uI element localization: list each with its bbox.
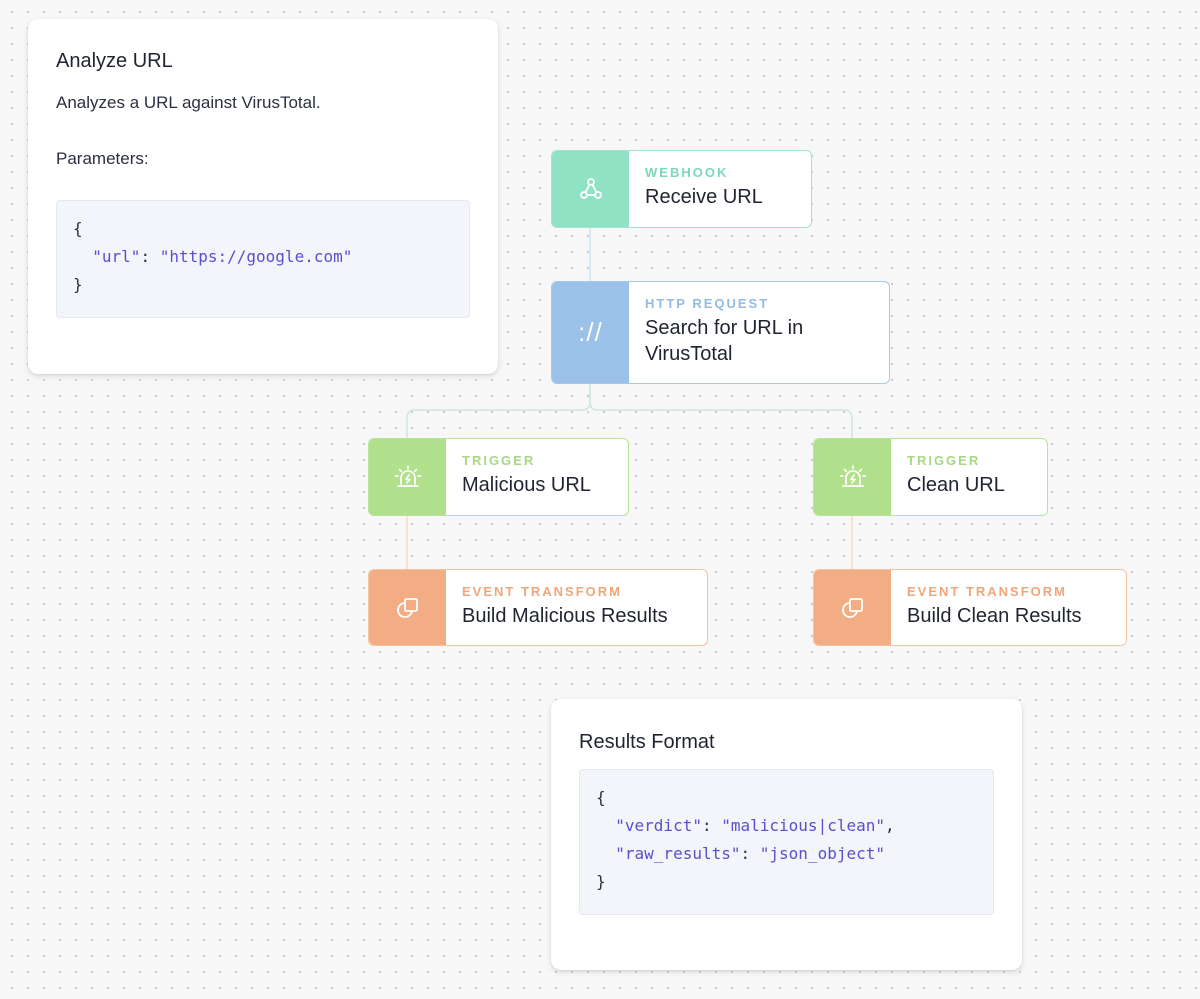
code-brace: { xyxy=(73,219,83,238)
node-trigger-malicious-url[interactable]: TRIGGER Malicious URL xyxy=(368,438,629,516)
code-value: "malicious|clean" xyxy=(721,816,885,835)
parameters-code-block: { "url": "https://google.com" } xyxy=(56,200,470,318)
node-http-request-search-virustotal[interactable]: :// HTTP REQUEST Search for URL in Virus… xyxy=(551,281,890,384)
node-name-line2: VirusTotal xyxy=(645,343,733,365)
node-type-label: TRIGGER xyxy=(462,453,536,468)
code-key: "raw_results" xyxy=(615,844,741,863)
node-name: Malicious URL xyxy=(462,474,591,496)
code-line: "url": "https://google.com" xyxy=(73,243,453,271)
node-type-label: EVENT TRANSFORM xyxy=(907,584,1067,599)
analyze-url-title: Analyze URL xyxy=(56,50,173,72)
node-type-label: WEBHOOK xyxy=(645,165,729,180)
code-colon: : xyxy=(140,247,160,266)
transform-icon xyxy=(369,570,446,645)
node-transform-build-clean-results[interactable]: EVENT TRANSFORM Build Clean Results xyxy=(813,569,1127,646)
results-format-title: Results Format xyxy=(579,731,715,753)
code-brace: } xyxy=(596,872,606,891)
code-line: "verdict": "malicious|clean", xyxy=(596,812,977,840)
code-colon: : xyxy=(740,844,760,863)
code-line: } xyxy=(73,271,453,299)
webhook-icon xyxy=(552,151,629,227)
parameters-label: Parameters: xyxy=(56,149,149,168)
code-comma: , xyxy=(885,816,895,835)
code-brace: { xyxy=(596,788,606,807)
code-brace: } xyxy=(73,275,83,294)
code-line: { xyxy=(596,784,977,812)
node-webhook-receive-url[interactable]: WEBHOOK Receive URL xyxy=(551,150,812,228)
code-key: "url" xyxy=(92,247,141,266)
node-type-label: HTTP REQUEST xyxy=(645,296,770,311)
node-name-line1: Search for URL in xyxy=(645,317,804,339)
wire-http-trigger-malicious xyxy=(406,384,591,438)
node-trigger-clean-url[interactable]: TRIGGER Clean URL xyxy=(813,438,1048,516)
alarm-icon xyxy=(814,439,891,515)
node-name: Build Clean Results xyxy=(907,605,1082,627)
node-name: Receive URL xyxy=(645,186,763,208)
analyze-url-description: Analyzes a URL against VirusTotal. xyxy=(56,93,321,112)
node-transform-build-malicious-results[interactable]: EVENT TRANSFORM Build Malicious Results xyxy=(368,569,708,646)
code-colon: : xyxy=(701,816,722,835)
transform-icon xyxy=(814,570,891,645)
wire-http-trigger-clean xyxy=(589,384,853,438)
alarm-icon xyxy=(369,439,446,515)
node-type-label: TRIGGER xyxy=(907,453,981,468)
analyze-url-card: Analyze URL Analyzes a URL against Virus… xyxy=(28,19,498,374)
results-code-block: { "verdict": "malicious|clean", "raw_res… xyxy=(579,769,994,915)
code-line: "raw_results": "json_object" xyxy=(596,840,977,868)
code-value: "https://google.com" xyxy=(159,247,353,266)
http-icon: :// xyxy=(552,282,629,383)
code-line: } xyxy=(596,868,977,896)
results-format-card: Results Format { "verdict": "malicious|c… xyxy=(551,699,1022,970)
node-name: Clean URL xyxy=(907,474,1005,496)
code-value: "json_object" xyxy=(759,844,885,863)
code-key: "verdict" xyxy=(615,816,702,835)
code-line: { xyxy=(73,215,453,243)
node-name: Build Malicious Results xyxy=(462,605,668,627)
node-type-label: EVENT TRANSFORM xyxy=(462,584,622,599)
